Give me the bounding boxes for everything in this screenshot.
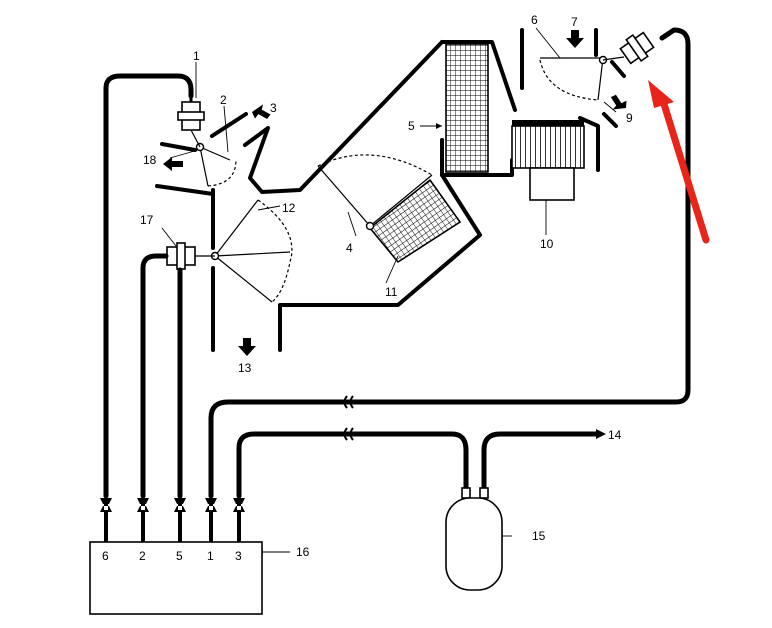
recirc-actuator [619,31,655,65]
arrow-18-icon [163,157,183,171]
vacuum-control-module [89,541,263,615]
arrow-14-icon [596,429,606,439]
defrost-actuator [177,94,205,131]
module-port-nipples [100,498,245,542]
arrow-3-icon [252,104,271,119]
blower-assembly [511,120,585,201]
evaporator-core [445,43,489,173]
arrow-13-icon [238,338,256,356]
module-port-label: 6 [102,549,109,563]
module-port-label: 3 [235,549,242,563]
label-10: 10 [540,237,554,251]
module-port-labels: 6 2 5 1 3 [102,549,242,563]
airflow-arrows [163,30,627,439]
arrow-7-icon [566,30,584,48]
arrow-9-icon [610,94,627,110]
label-7: 7 [571,15,578,29]
module-port-label: 5 [176,549,183,563]
module-port-label: 1 [207,549,214,563]
label-9: 9 [626,111,633,125]
highlight-pointer [648,80,710,244]
label-16: 16 [296,545,310,559]
label-5: 5 [408,119,415,133]
label-13: 13 [238,361,252,375]
blend-door [317,154,433,231]
hose-connectors [343,395,489,499]
blower-motor [529,167,575,201]
air-case-walls [155,28,626,352]
label-3: 3 [270,101,277,115]
module-port-label: 2 [139,549,146,563]
heater-core [368,178,462,264]
label-4: 4 [346,241,353,255]
label-18: 18 [143,153,157,167]
label-1: 1 [193,49,200,63]
vacuum-hoses [103,27,691,499]
callout-labels: 1 2 3 4 5 6 7 9 10 11 12 13 14 15 16 17 … [140,13,633,559]
vacuum-reservoir [445,497,503,591]
mode-actuator [166,242,196,270]
recirc-door [539,55,608,101]
leader-lines [161,27,617,553]
defrost-door [195,142,237,187]
label-15: 15 [532,529,546,543]
label-17: 17 [140,213,154,227]
label-6: 6 [531,13,538,27]
label-11: 11 [385,285,398,299]
mode-door [210,199,293,303]
label-12: 12 [282,201,296,215]
label-2: 2 [220,93,227,107]
label-14: 14 [608,428,622,442]
